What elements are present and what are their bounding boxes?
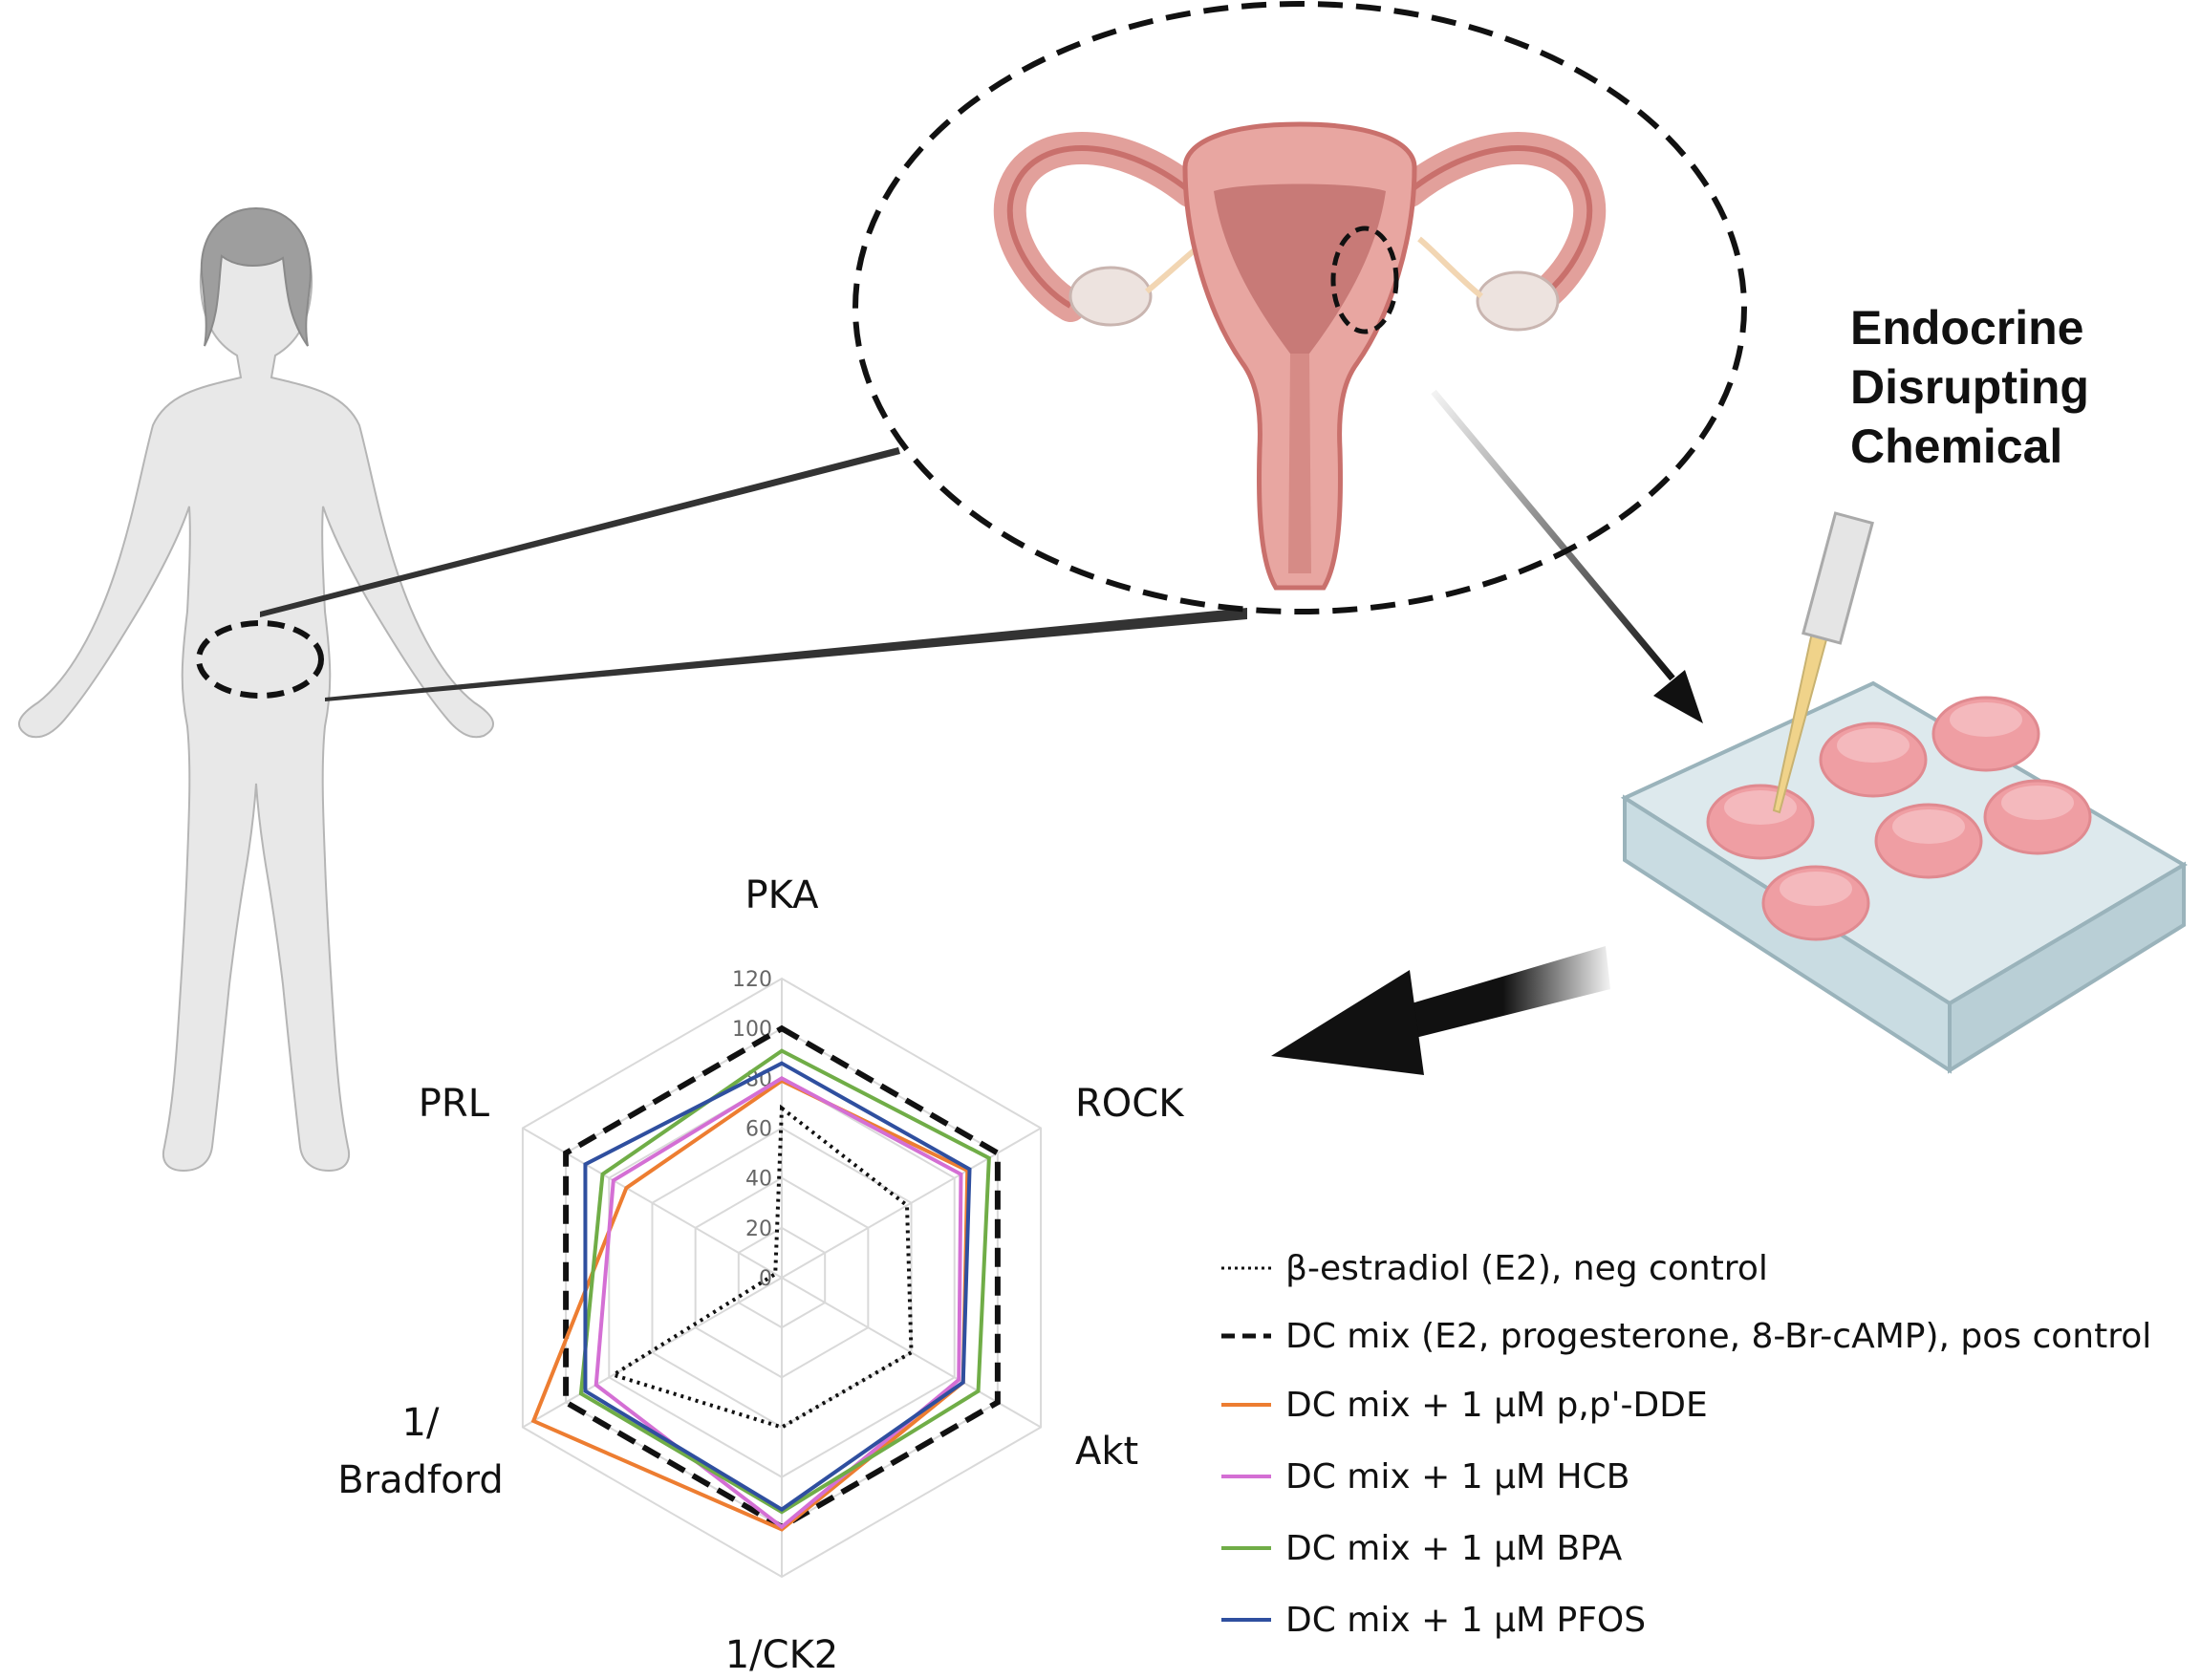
cell-culture-plate-illustration (1620, 511, 2188, 1074)
axis-label-rock: ROCK (1075, 1082, 1185, 1126)
title-line-3: Chemical (1850, 420, 2063, 473)
axis-label-bradford-line-2: Bradford (337, 1458, 503, 1502)
series-line-pfos (583, 1061, 972, 1512)
legend-label-pfos: DC mix + 1 µM PFOS (1285, 1601, 1646, 1640)
radar-axis-labels: PKA ROCK Akt 1/CK2 1/ Bradford PRL (337, 873, 1185, 1677)
uterus-illustration (993, 121, 1607, 591)
title-line-1: Endocrine (1850, 301, 2084, 355)
tick-label-20: 20 (745, 1217, 772, 1241)
legend: β-estradiol (E2), neg control DC mix (E2… (1221, 1249, 2151, 1640)
title-line-2: Disrupting (1850, 360, 2089, 414)
tick-label-120: 120 (732, 968, 772, 992)
series-line-hcb (593, 1076, 963, 1530)
grid-spoke-4 (522, 1277, 783, 1429)
radar-series (530, 1024, 1001, 1532)
arrow-to-cell-culture (1431, 389, 1703, 723)
axis-label-akt: Akt (1075, 1430, 1138, 1474)
series-line-bpa (578, 1048, 991, 1515)
arrow-to-chart (1271, 946, 1610, 1075)
legend-label-dde: DC mix + 1 µM p,p'-DDE (1285, 1386, 1708, 1425)
axis-label-prl: PRL (419, 1082, 490, 1126)
tick-label-40: 40 (745, 1168, 772, 1192)
legend-label-hcb: DC mix + 1 µM HCB (1285, 1457, 1629, 1497)
series-line-dde (530, 1078, 970, 1532)
axis-label-bradford-line-1: 1/ (402, 1401, 440, 1445)
zoom-connector-lines (260, 447, 1247, 701)
grid-spoke-1 (781, 1127, 1042, 1279)
uterus-zoom-ellipse (852, 1, 1747, 614)
axis-label-ck2: 1/CK2 (725, 1633, 839, 1677)
legend-label-pos-control: DC mix (E2, progesterone, 8-Br-cAMP), po… (1285, 1317, 2151, 1356)
legend-label-neg-control: β-estradiol (E2), neg control (1285, 1249, 1768, 1288)
legend-label-bpa: DC mix + 1 µM BPA (1285, 1529, 1623, 1568)
pelvis-highlight-ellipse (196, 620, 324, 699)
radar-grid (521, 977, 1043, 1579)
endocrine-disrupting-chemical-title: Endocrine Disrupting Chemical (1850, 298, 2089, 476)
tick-label-60: 60 (745, 1118, 772, 1142)
axis-label-pka: PKA (744, 873, 819, 917)
